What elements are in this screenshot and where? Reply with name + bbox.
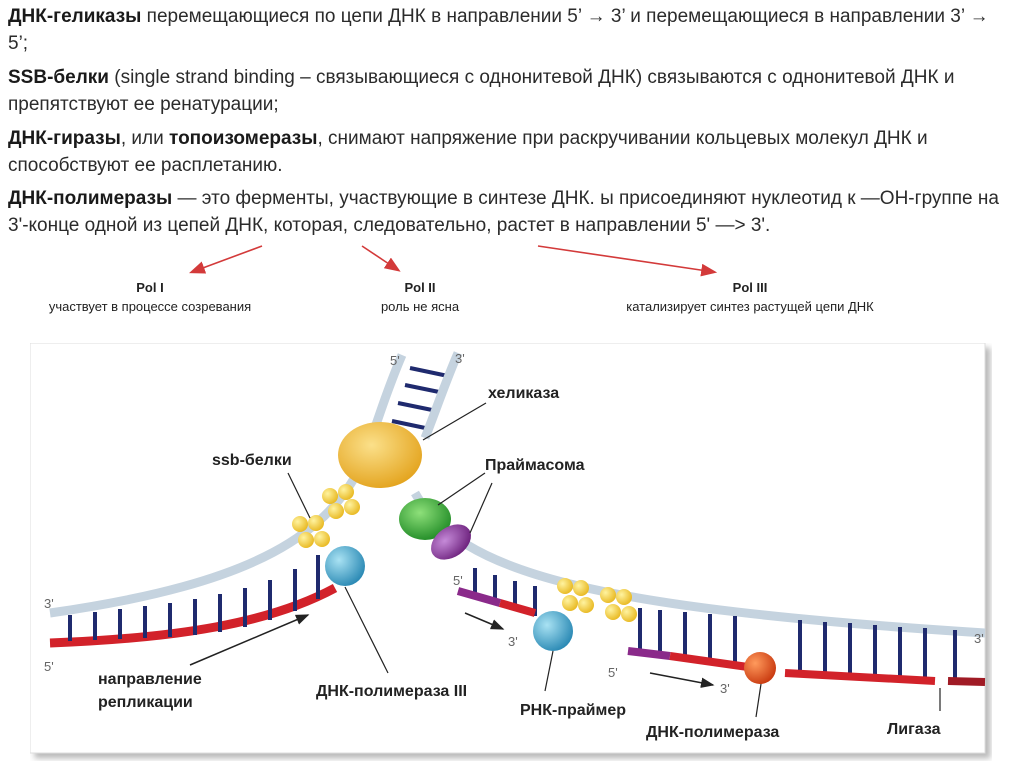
end-label-left-5: 5' xyxy=(44,659,54,674)
text-gyrases: , снимают напряжение при раскручивании к… xyxy=(8,128,928,176)
pol1-desc: участвует в процессе созревания xyxy=(48,299,252,314)
ssb-ball xyxy=(314,531,330,547)
end-label-right-3: 3' xyxy=(974,631,984,646)
leading-new-strand xyxy=(49,584,338,648)
ssb-ball xyxy=(600,587,616,603)
pol3-title: Pol III xyxy=(732,280,768,295)
label-primasome: Праймасома xyxy=(485,457,585,474)
end-label-left-3: 3' xyxy=(44,596,54,611)
parental-duplex xyxy=(391,366,449,431)
term-gyrases: ДНК-гиразы xyxy=(8,128,121,149)
text-helicases: перемещающиеся по цепи ДНК в направлении… xyxy=(8,6,989,54)
end-label-top-left: 5' xyxy=(390,353,400,368)
pol1-block: Pol I участвует в процессе созревания xyxy=(20,279,280,317)
ssb-ball xyxy=(605,604,621,620)
label-direction-line2: репликации xyxy=(98,694,193,711)
label-direction-line1: направление xyxy=(98,671,202,688)
okazaki-fragment-1 xyxy=(498,599,537,617)
term-polymerases: ДНК-полимеразы xyxy=(8,188,173,209)
ssb-ball xyxy=(557,578,573,594)
primasome-purple-subunit xyxy=(431,524,471,560)
helicase-enzyme xyxy=(338,422,422,488)
ssb-ball xyxy=(308,515,324,531)
ssb-ball xyxy=(562,595,578,611)
replication-fork-figure: 5' 3' 3' 5' xyxy=(30,343,986,754)
text-ssb: (single strand binding – связывающиеся с… xyxy=(8,67,955,115)
end-label-arrow2-3: 3' xyxy=(720,681,730,696)
label-ssb: ssb-белки xyxy=(212,452,292,469)
ssb-ball xyxy=(322,488,338,504)
ssb-proteins-right xyxy=(557,578,637,622)
pol3-block: Pol III катализирует синтез растущей цеп… xyxy=(590,279,910,317)
end-label-arrow1-3: 3' xyxy=(508,634,518,649)
label-helicase: хеликаза xyxy=(488,385,559,402)
text-polymerases: — это ферменты, участвующие в синтезе ДН… xyxy=(8,188,999,236)
ssb-ball xyxy=(616,589,632,605)
text-gyrases-mid: , или xyxy=(120,128,170,149)
arrow-to-pol3 xyxy=(537,245,718,277)
paragraph-ssb: SSB-белки (single strand binding – связы… xyxy=(8,64,1008,118)
dna-polymerase-iii-right xyxy=(533,611,573,651)
pol2-title: Pol II xyxy=(404,280,436,295)
pol1-title: Pol I xyxy=(136,280,164,295)
term-helicases: ДНК-геликазы xyxy=(8,6,142,27)
rna-primer-2 xyxy=(627,647,671,660)
okazaki-fragment-4 xyxy=(947,677,986,686)
ssb-proteins-left xyxy=(292,484,360,548)
pol2-desc: роль не ясна xyxy=(380,299,460,314)
leading-rungs xyxy=(68,555,320,641)
end-label-top-right: 3' xyxy=(455,351,465,366)
pointer-arrows xyxy=(189,245,718,277)
ssb-ball xyxy=(338,484,354,500)
paragraph-polymerases: ДНК-полимеразы — это ферменты, участвующ… xyxy=(8,185,1013,239)
paragraph-gyrases: ДНК-гиразы, или топоизомеразы, снимают н… xyxy=(8,125,1013,179)
ssb-ball xyxy=(573,580,589,596)
rna-primer-1 xyxy=(456,587,502,607)
okazaki-fragment-2 xyxy=(669,652,756,672)
synthesis-arrow-2 xyxy=(649,672,715,688)
label-polymerase: ДНК-полимераза xyxy=(646,724,779,741)
figure-panel xyxy=(30,343,986,754)
arrow-to-pol1 xyxy=(189,245,263,274)
end-label-primer-5: 5' xyxy=(453,573,463,588)
pol2-block: Pol II роль не ясна xyxy=(350,279,490,317)
paragraph-helicases: ДНК-геликазы перемещающиеся по цепи ДНК … xyxy=(8,3,1008,57)
ssb-ball xyxy=(328,503,344,519)
label-primer: РНК-праймер xyxy=(520,702,626,719)
end-label-frag-5: 5' xyxy=(608,665,618,680)
term-ssb: SSB-белки xyxy=(8,67,109,88)
ssb-ball xyxy=(292,516,308,532)
primase-enzyme xyxy=(399,498,451,540)
ssb-ball xyxy=(578,597,594,613)
lagging-rungs xyxy=(473,568,957,680)
parental-strand-right xyxy=(420,351,463,440)
synthesis-arrow-1 xyxy=(464,612,505,630)
ssb-ball xyxy=(344,499,360,515)
label-pointers xyxy=(287,402,941,718)
dna-polymerase-iii-left xyxy=(325,546,365,586)
ssb-ball xyxy=(621,606,637,622)
arrow-to-pol2 xyxy=(361,245,401,272)
okazaki-fragment-3 xyxy=(784,669,936,685)
replication-direction-arrow xyxy=(189,614,310,666)
ssb-ball xyxy=(298,532,314,548)
label-pol3: ДНК-полимераза III xyxy=(316,683,467,700)
term-topoisomerases: топоизомеразы xyxy=(169,128,318,149)
label-ligase: Лигаза xyxy=(887,721,941,738)
dna-polymerase-enzyme xyxy=(744,652,776,684)
pol3-desc: катализирует синтез растущей цепи ДНК xyxy=(626,299,874,314)
